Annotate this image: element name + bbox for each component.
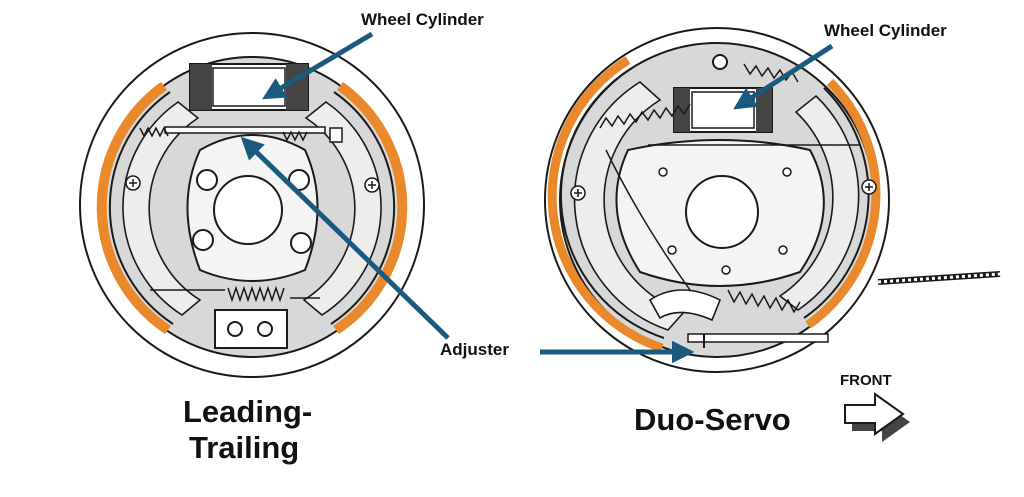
right-shoe-web-left [573,81,686,331]
right-adjuster-cable [605,149,691,291]
right-wheel-cylinder-arrow [733,43,834,110]
left-hub-hole [213,175,283,245]
left-wheel-cylinder-arrow [262,31,374,100]
left-bottom-return-spring [150,285,320,303]
right-wheel-cylinder-label: Wheel Cylinder [824,21,947,40]
front-arrow-icon [844,392,910,442]
duo-servo-title: Duo-Servo [634,402,791,437]
left-lug-hole-1 [196,169,218,191]
right-lug-hole-3 [667,245,677,255]
left-lug-hole-4 [290,232,312,254]
front-label: FRONT [840,372,892,389]
left-adjuster-arrow [240,136,450,340]
left-shoe-lining-left [96,81,171,335]
left-adjuster-strut [139,126,343,143]
right-lug-hole-2 [782,167,792,177]
left-hold-down-pin-left [125,175,141,191]
duo-servo-brake-assembly [544,27,1001,373]
left-wheel-cylinder [189,63,309,111]
leading-trailing-title-line1: Leading- [183,394,313,429]
leading-trailing-brake-assembly [79,32,425,378]
right-lug-hole-4 [778,245,788,255]
right-lug-hole-1 [658,167,668,177]
right-adjuster-screw [648,289,829,348]
right-shoe-lining-right [805,78,881,329]
right-shoe-web-right [778,94,860,311]
right-lower-spring [727,289,801,314]
left-hold-down-pin-right [364,177,380,193]
left-shoe-lining-right [333,81,408,335]
right-hold-down-pin-right [861,179,877,195]
right-lug-hole-5 [721,265,731,275]
right-hub-hole [685,175,759,249]
left-shoe-web-left [122,101,202,316]
left-anchor-block [214,309,288,349]
right-shoe-lining-left [547,56,664,353]
leading-trailing-title-line2: Trailing [189,430,300,465]
left-wheel-cylinder-label: Wheel Cylinder [361,10,484,29]
left-shoe-web-right [302,101,382,316]
left-lug-hole-3 [192,229,214,251]
right-hold-down-pin-left [570,185,586,201]
adjuster-label: Adjuster [440,340,509,359]
